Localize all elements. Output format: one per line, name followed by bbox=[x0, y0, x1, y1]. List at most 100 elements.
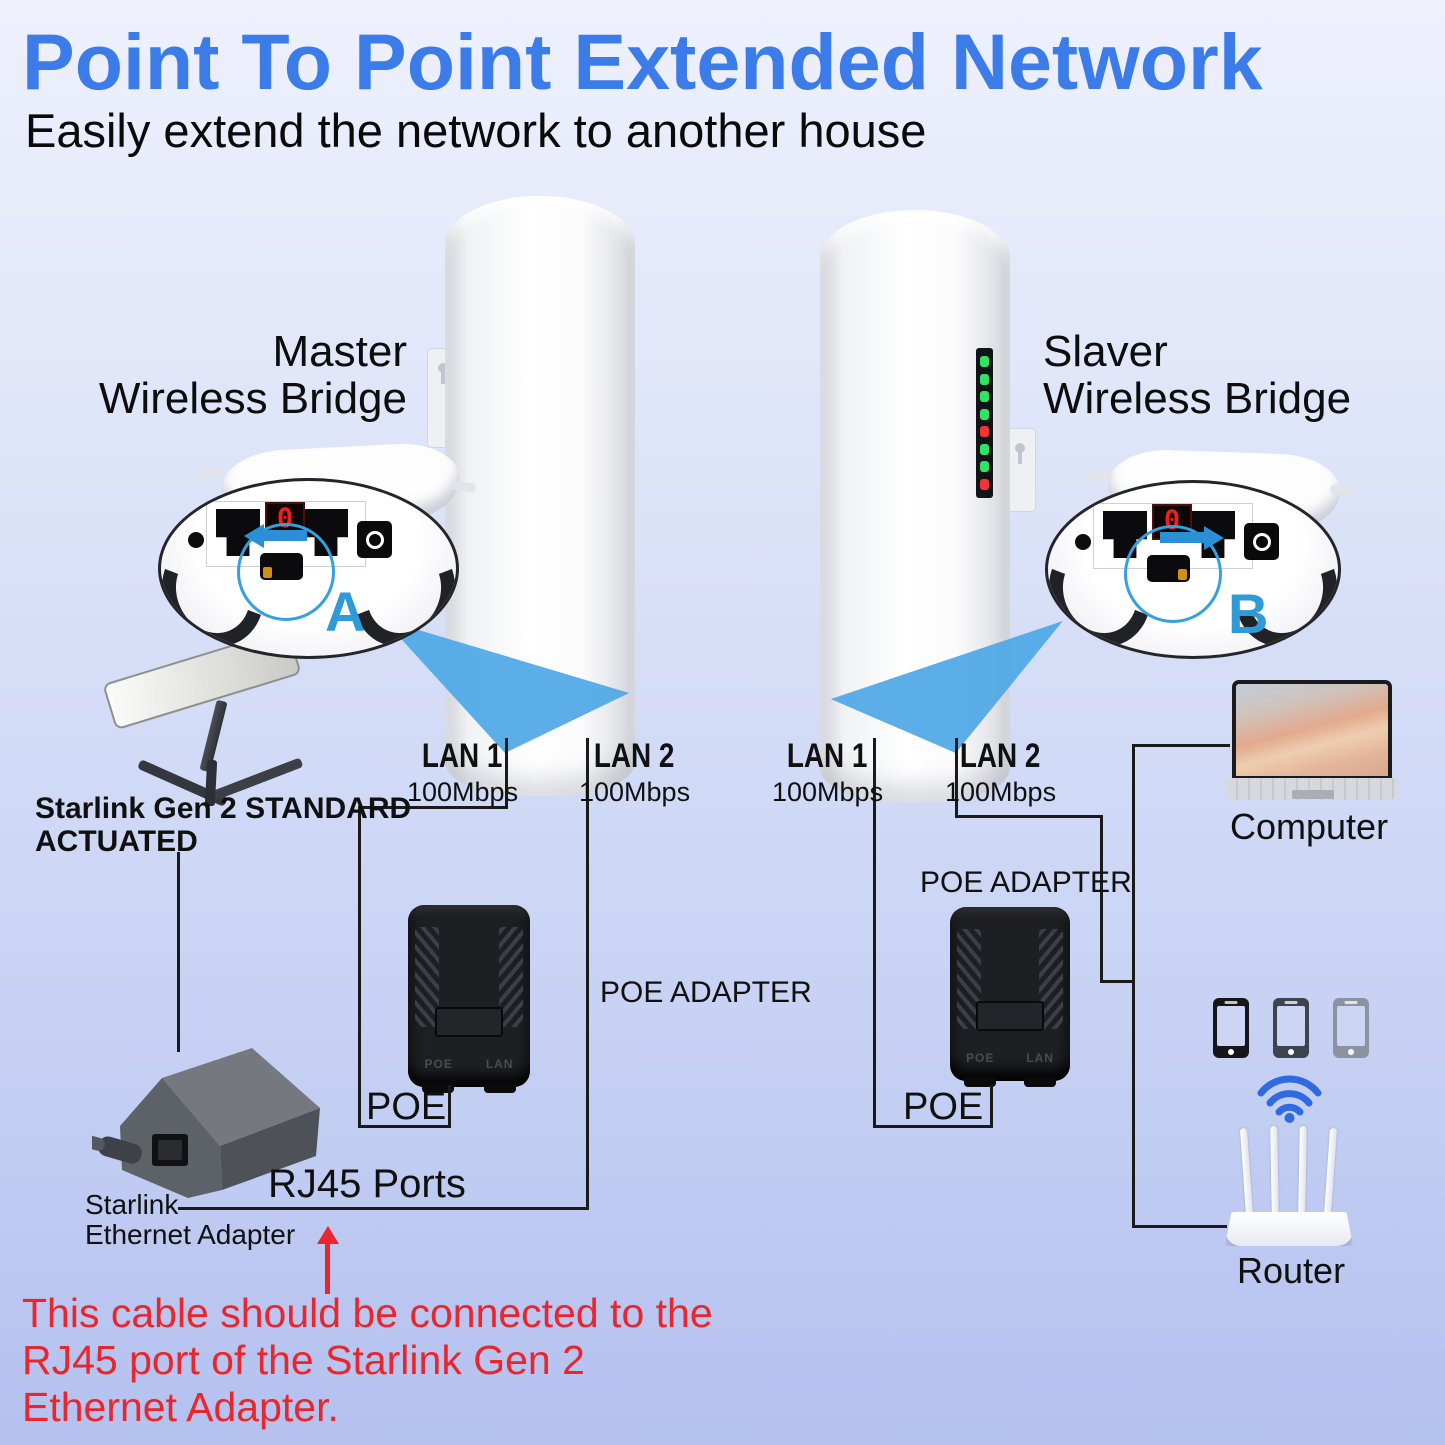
cable-segment bbox=[873, 1125, 993, 1128]
lan2-master-label: LAN 2 100Mbps bbox=[579, 737, 690, 808]
lan-name: LAN 2 bbox=[593, 737, 675, 775]
embossed-port-text: POE LAN bbox=[408, 1057, 530, 1071]
phone-home-dot bbox=[1348, 1049, 1354, 1055]
red-up-arrow-shaft bbox=[325, 1242, 330, 1294]
lan1-slaver-label: LAN 1 100Mbps bbox=[772, 737, 884, 808]
phone-icon bbox=[1213, 998, 1249, 1058]
status-led bbox=[980, 356, 989, 368]
rj45-ports-label: RJ45 Ports bbox=[268, 1162, 466, 1206]
cable-segment bbox=[178, 1207, 589, 1210]
lan-speed: 100Mbps bbox=[772, 777, 884, 807]
cable-segment bbox=[1132, 1225, 1227, 1228]
page-title: Point To Point Extended Network bbox=[22, 17, 1263, 106]
phone-screen bbox=[1337, 1006, 1365, 1046]
poe-adapter-label-slaver: POE ADAPTER bbox=[920, 866, 1132, 899]
starlink-adapter-label-line1: Starlink bbox=[85, 1189, 179, 1220]
label-recess bbox=[976, 1001, 1044, 1031]
poe-port-icon bbox=[964, 1077, 996, 1087]
master-bridge-label: Master Wireless Bridge bbox=[55, 328, 407, 422]
lan-port-icon bbox=[1024, 1077, 1056, 1087]
status-led bbox=[980, 426, 989, 438]
dc-pin-icon bbox=[366, 531, 384, 549]
poe-adapter-slaver: POE LAN bbox=[950, 907, 1070, 1087]
cable-segment bbox=[955, 738, 958, 818]
poe-port-icon bbox=[422, 1083, 454, 1093]
callout-letter-a: A bbox=[325, 580, 366, 643]
cable-segment bbox=[358, 1125, 451, 1128]
lan1-master-label: LAN 1 100Mbps bbox=[407, 737, 518, 808]
callout-letter-b: B bbox=[1228, 582, 1269, 645]
lan-name: LAN 1 bbox=[786, 737, 868, 775]
status-led bbox=[980, 391, 989, 403]
cable-segment bbox=[358, 806, 508, 809]
starlink-dish-label-line1: Starlink Gen 2 STANDARD bbox=[35, 792, 412, 825]
cable-segment bbox=[448, 1085, 451, 1128]
cable-segment bbox=[1132, 744, 1230, 747]
highlight-circle bbox=[1124, 525, 1222, 623]
phone-speaker bbox=[1224, 1001, 1238, 1004]
embossed-poe: POE bbox=[424, 1057, 453, 1071]
keyhole-slot bbox=[441, 371, 445, 384]
master-bridge-label-line2: Wireless Bridge bbox=[98, 374, 407, 423]
direction-arrow-left-head-icon bbox=[244, 524, 264, 548]
highlight-circle bbox=[237, 523, 335, 621]
cable-note: This cable should be connected to the RJ… bbox=[22, 1290, 713, 1431]
computer-laptop bbox=[1226, 680, 1398, 802]
sim-slot-icon bbox=[1147, 555, 1190, 582]
embossed-lan: LAN bbox=[485, 1057, 514, 1071]
cable-segment bbox=[177, 852, 180, 1052]
status-led bbox=[980, 478, 989, 490]
lan-name: LAN 1 bbox=[421, 737, 503, 775]
cable-segment bbox=[955, 815, 1103, 818]
dc-power-port-icon bbox=[357, 521, 392, 558]
embossed-poe: POE bbox=[965, 1051, 995, 1065]
starlink-adapter-label-line2: Ethernet Adapter bbox=[85, 1219, 296, 1250]
direction-arrow-right-icon bbox=[1160, 532, 1204, 543]
lan-name: LAN 2 bbox=[959, 737, 1041, 775]
slaver-bridge-label: Slaver Wireless Bridge bbox=[1043, 328, 1403, 422]
status-led bbox=[980, 373, 989, 385]
sim-slot-icon bbox=[260, 553, 303, 580]
router-antenna bbox=[1270, 1125, 1279, 1215]
dc-power-port-icon bbox=[1244, 523, 1279, 560]
router-antenna bbox=[1323, 1127, 1338, 1217]
phone-speaker bbox=[1284, 1001, 1298, 1004]
slaver-bridge-label-line2: Wireless Bridge bbox=[1043, 374, 1352, 423]
cable-note-line2: RJ45 port of the Starlink Gen 2 bbox=[22, 1337, 585, 1383]
master-ports-callout: 0 A bbox=[158, 478, 459, 659]
page-subtitle: Easily extend the network to another hou… bbox=[25, 104, 927, 157]
reset-dot-icon bbox=[1075, 534, 1091, 550]
poe-adapter-master: POE LAN bbox=[408, 905, 530, 1093]
cable-segment bbox=[505, 738, 508, 808]
clamp-pin-icon bbox=[197, 466, 225, 479]
phone-home-dot bbox=[1228, 1049, 1234, 1055]
poe-port-label-slaver: POE bbox=[903, 1086, 984, 1128]
starlink-ethernet-adapter bbox=[92, 1048, 320, 1198]
phone-screen bbox=[1217, 1006, 1245, 1046]
red-up-arrow-icon bbox=[317, 1226, 339, 1244]
starlink-dish-label-line2: ACTUATED bbox=[35, 825, 198, 858]
wifi-icon bbox=[1257, 1075, 1322, 1123]
laptop-touchpad bbox=[1292, 790, 1334, 799]
starlink-adapter-label: Starlink Ethernet Adapter bbox=[85, 1190, 295, 1250]
cable-note-line1: This cable should be connected to the bbox=[22, 1290, 713, 1336]
label-recess bbox=[435, 1007, 503, 1037]
keyhole-icon bbox=[1015, 443, 1025, 453]
slaver-ports-callout: 0 B bbox=[1045, 480, 1341, 659]
direction-arrow-left-icon bbox=[263, 530, 307, 541]
vent-grill-icon bbox=[499, 927, 523, 1027]
status-led bbox=[980, 408, 989, 420]
phone-screen bbox=[1277, 1006, 1305, 1046]
cable-segment bbox=[873, 738, 876, 1128]
ground-screw-icon bbox=[263, 567, 272, 578]
direction-arrow-right-head-icon bbox=[1204, 526, 1224, 550]
keyhole-slot bbox=[1018, 451, 1022, 464]
lan-port-icon bbox=[484, 1083, 516, 1093]
poe-port-label-master: POE bbox=[366, 1086, 447, 1128]
embossed-lan: LAN bbox=[1026, 1051, 1054, 1065]
router-antenna bbox=[1239, 1127, 1254, 1217]
phone-speaker bbox=[1344, 1001, 1358, 1004]
router-body bbox=[1225, 1212, 1353, 1246]
dc-pin-icon bbox=[1253, 533, 1271, 551]
